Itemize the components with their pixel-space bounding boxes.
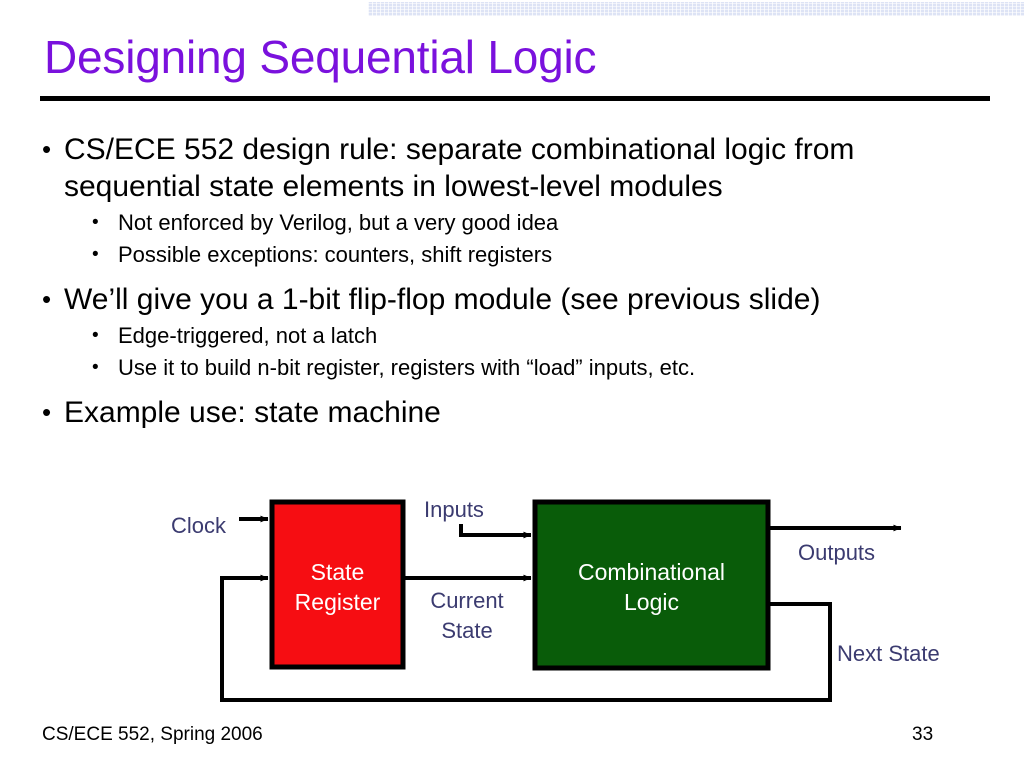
- bullet-level1: • CS/ECE 552 design rule: separate combi…: [36, 131, 996, 205]
- bullet-group-2: • We’ll give you a 1-bit flip-flop modul…: [36, 281, 996, 384]
- bullet-level1: • Example use: state machine: [36, 394, 996, 431]
- combinational-logic-block: [532, 499, 771, 671]
- bullet-level2: • Use it to build n-bit register, regist…: [92, 352, 996, 384]
- bullet-dot-icon: •: [42, 397, 52, 427]
- page-title: Designing Sequential Logic: [44, 31, 597, 83]
- header-decorative-band: [368, 2, 1024, 16]
- bullet-level1-text: We’ll give you a 1-bit flip-flop module …: [64, 283, 821, 316]
- bullet-level2: • Possible exceptions: counters, shift r…: [92, 239, 996, 271]
- footer-page-number: 33: [912, 724, 934, 745]
- bullet-level2-text: Use it to build n-bit register, register…: [118, 355, 696, 380]
- bullet-level2: • Not enforced by Verilog, but a very go…: [92, 207, 996, 239]
- slide-body: • CS/ECE 552 design rule: separate combi…: [36, 131, 996, 433]
- bullet-level2-text: Edge-triggered, not a latch: [118, 323, 378, 348]
- bullet-group-1: • CS/ECE 552 design rule: separate combi…: [36, 131, 996, 271]
- label-clock: Clock: [171, 513, 227, 538]
- combinational-logic-label-line1: Combinational: [578, 559, 725, 585]
- wire-inputs: [459, 524, 532, 539]
- bullet-dot-icon: •: [92, 212, 99, 233]
- bullet-dot-icon: •: [92, 325, 99, 346]
- state-register-label-line1: State: [311, 559, 365, 585]
- bullet-dot-icon: •: [42, 134, 52, 164]
- bullet-level1-text: CS/ECE 552 design rule: separate combina…: [64, 133, 855, 203]
- label-current-state-line2: State: [441, 618, 492, 643]
- bullet-dot-icon: •: [92, 244, 99, 265]
- label-outputs: Outputs: [798, 540, 875, 565]
- bullet-level1-text: Example use: state machine: [64, 396, 441, 429]
- bullet-group-3: • Example use: state machine: [36, 394, 996, 431]
- label-inputs: Inputs: [424, 497, 484, 522]
- label-next-state: Next State: [837, 641, 940, 666]
- bullet-level2: • Edge-triggered, not a latch: [92, 320, 996, 352]
- state-register-label-line2: Register: [295, 589, 381, 615]
- combinational-logic-label-line2: Logic: [624, 589, 679, 615]
- title-underline-rule: [40, 96, 990, 101]
- bullet-dot-icon: •: [92, 357, 99, 378]
- state-register-block: [269, 499, 406, 670]
- bullet-level2-text: Possible exceptions: counters, shift reg…: [118, 242, 553, 267]
- bullet-level1: • We’ll give you a 1-bit flip-flop modul…: [36, 281, 996, 318]
- wire-next-state-feedback: [220, 574, 832, 702]
- footer-course-label: CS/ECE 552, Spring 2006: [42, 724, 263, 745]
- label-current-state-line1: Current: [430, 588, 503, 613]
- bullet-dot-icon: •: [42, 284, 52, 314]
- bullet-level2-text: Not enforced by Verilog, but a very good…: [118, 210, 559, 235]
